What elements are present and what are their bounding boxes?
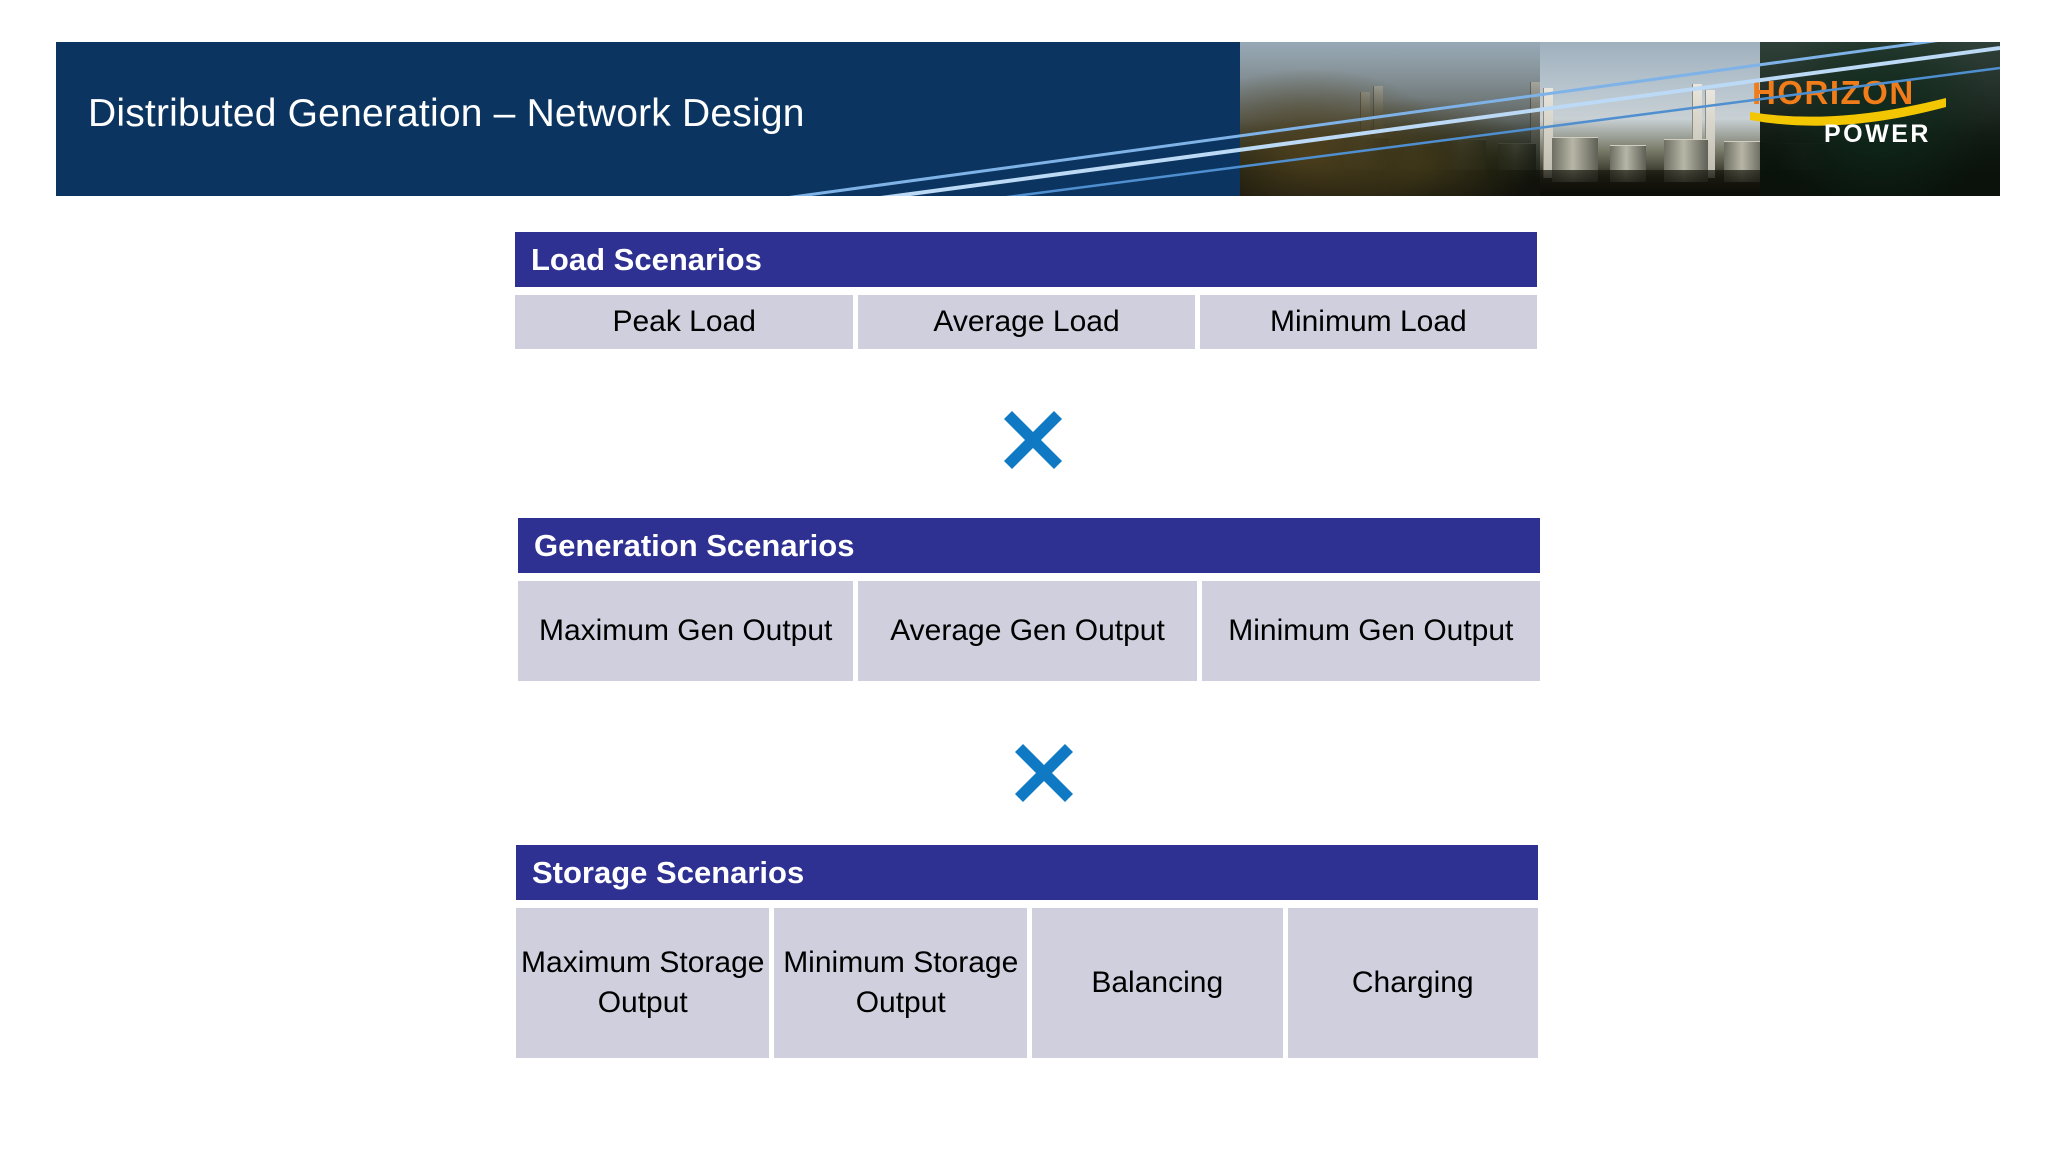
generation-cell-minimum[interactable]: Minimum Gen Output xyxy=(1201,581,1540,681)
photo-foliage-left xyxy=(1240,42,1540,196)
load-scenarios-row: Peak Load Average Load Minimum Load xyxy=(515,295,1537,349)
generation-scenarios-block: Generation Scenarios Maximum Gen Output … xyxy=(518,518,1540,681)
cell-label: Maximum Gen Output xyxy=(538,614,833,647)
cell-label: Minimum Gen Output xyxy=(1228,614,1514,647)
page-title: Distributed Generation – Network Design xyxy=(88,92,805,135)
load-scenarios-block: Load Scenarios Peak Load Average Load Mi… xyxy=(515,232,1537,349)
header-photo: HORIZON POWER xyxy=(1240,42,2000,196)
storage-scenarios-block: Storage Scenarios Maximum Storage Output… xyxy=(516,845,1539,1058)
storage-cell-charging[interactable]: Charging xyxy=(1287,908,1539,1058)
generation-cell-maximum[interactable]: Maximum Gen Output xyxy=(518,581,854,681)
storage-cell-maximum[interactable]: Maximum Storage Output xyxy=(516,908,770,1058)
horizon-power-logo: HORIZON POWER xyxy=(1750,74,1946,148)
cell-label: Minimum Storage Output xyxy=(783,946,1019,1019)
cell-label: Peak Load xyxy=(612,305,756,338)
multiply-icon xyxy=(1015,744,1073,802)
cell-label: Minimum Load xyxy=(1269,305,1467,338)
cell-label: Average Gen Output xyxy=(890,614,1165,647)
load-cell-minimum[interactable]: Minimum Load xyxy=(1199,295,1537,349)
generation-scenarios-header: Generation Scenarios xyxy=(518,518,1540,573)
cell-label: Maximum Storage Output xyxy=(521,946,765,1019)
storage-cell-balancing[interactable]: Balancing xyxy=(1031,908,1283,1058)
load-scenarios-header: Load Scenarios xyxy=(515,232,1537,287)
load-cell-peak[interactable]: Peak Load xyxy=(515,295,854,349)
generation-cell-average[interactable]: Average Gen Output xyxy=(858,581,1197,681)
storage-scenarios-row: Maximum Storage Output Minimum Storage O… xyxy=(516,908,1539,1058)
cell-label: Charging xyxy=(1351,966,1474,999)
generation-scenarios-row: Maximum Gen Output Average Gen Output Mi… xyxy=(518,581,1540,681)
cell-label: Balancing xyxy=(1091,966,1224,999)
logo-wordmark-horizon: HORIZON xyxy=(1752,74,1915,111)
storage-cell-minimum[interactable]: Minimum Storage Output xyxy=(774,908,1027,1058)
multiply-icon xyxy=(1004,411,1062,469)
cell-label: Average Load xyxy=(933,305,1120,338)
slide-header-banner: HORIZON POWER Distributed Generation – N… xyxy=(56,42,2000,196)
load-cell-average[interactable]: Average Load xyxy=(858,295,1195,349)
storage-scenarios-header: Storage Scenarios xyxy=(516,845,1538,900)
logo-wordmark-power: POWER xyxy=(1824,120,1931,148)
